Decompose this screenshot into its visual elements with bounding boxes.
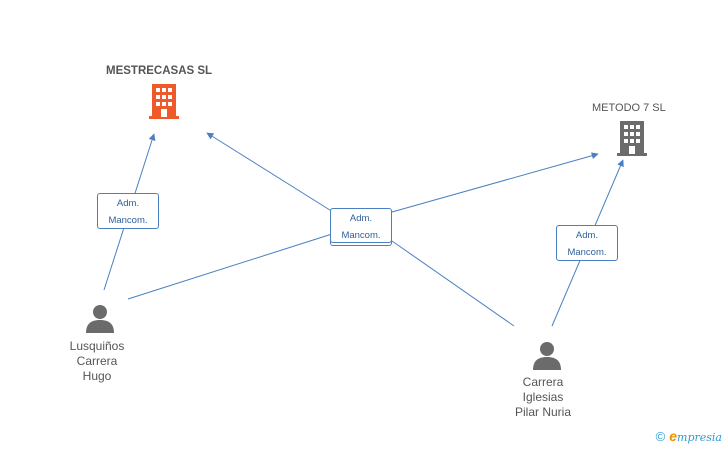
watermark-empresia: © empresia	[656, 428, 722, 444]
brand-logo: empresia	[669, 428, 722, 444]
person-icon[interactable]	[532, 340, 562, 370]
role-box-center[interactable]: Adm. Mancom.	[330, 208, 392, 243]
person-name-line: Carrera	[522, 375, 564, 389]
person-name-line: Pilar Nuria	[514, 405, 571, 419]
person-icon[interactable]	[85, 303, 115, 333]
edge-center-carrera	[391, 240, 515, 327]
role-label: Adm.	[349, 213, 373, 224]
role-label: Mancom.	[341, 230, 381, 241]
building-icon[interactable]	[149, 84, 179, 119]
edge-center-metodo7	[391, 152, 599, 213]
person-name-lusquinos[interactable]: Lusquiños Carrera Hugo	[42, 339, 152, 384]
company-name-metodo7[interactable]: METODO 7 SL	[592, 102, 666, 114]
person-name-line: Hugo	[82, 369, 112, 383]
role-label: Mancom.	[108, 215, 148, 226]
role-box-left[interactable]: Adm. Mancom.	[97, 193, 159, 229]
role-label: Adm.	[575, 230, 599, 241]
edge-center-mestrecasas	[206, 132, 334, 213]
person-name-line: Iglesias	[522, 390, 564, 404]
edge-lusquinos-center	[127, 233, 333, 300]
role-label: Mancom.	[567, 247, 607, 258]
role-label: Adm.	[116, 198, 140, 209]
person-name-line: Carrera	[76, 354, 118, 368]
role-box-right[interactable]: Adm. Mancom.	[556, 225, 618, 261]
copyright-symbol: ©	[655, 429, 666, 444]
person-name-carrera-iglesias[interactable]: Carrera Iglesias Pilar Nuria	[488, 375, 598, 420]
person-name-line: Lusquiños	[69, 339, 125, 353]
company-name-mestrecasas[interactable]: MESTRECASAS SL	[106, 65, 213, 77]
building-icon[interactable]	[617, 121, 647, 156]
